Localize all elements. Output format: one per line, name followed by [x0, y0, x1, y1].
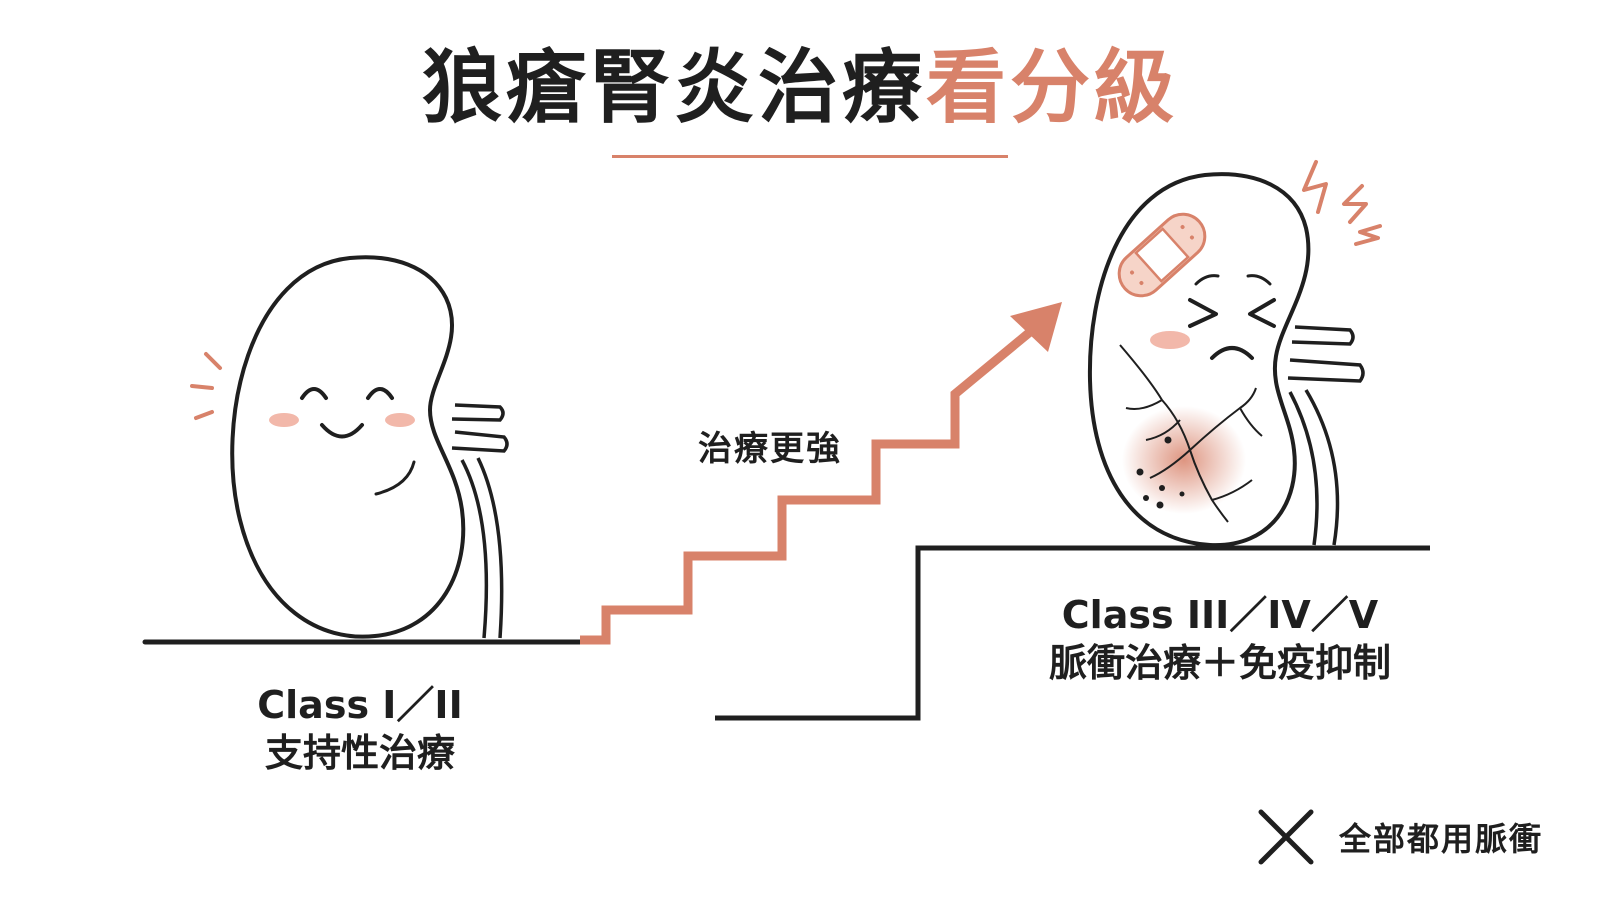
right-class-group: Class III／IV／V 脈衝治療＋免疫抑制 [990, 592, 1450, 687]
page-title: 狼瘡腎炎治療看分級 [0, 38, 1600, 138]
title-underline [612, 155, 1008, 158]
left-class-label: Class I／II [257, 683, 463, 727]
cross-icon [1258, 809, 1314, 865]
stair-arrow-icon [580, 302, 1062, 645]
title-main: 狼瘡腎炎治療 [422, 41, 926, 134]
right-platform-line [715, 545, 1430, 721]
arrow-label: 治療更強 [698, 429, 842, 469]
hurt-kidney-icon [1087, 160, 1382, 548]
right-class-label: Class III／IV／V [1061, 593, 1379, 637]
note-text: 全部都用脈衝 [1339, 820, 1544, 858]
note-row: 全部都用脈衝 [1255, 806, 1543, 868]
right-treatment-label: 脈衝治療＋免疫抑制 [1048, 640, 1391, 685]
left-treatment-label: 支持性治療 [264, 730, 455, 775]
happy-kidney-icon [190, 255, 509, 639]
title-accent: 看分級 [926, 41, 1178, 134]
bandage-icon [1117, 212, 1207, 298]
left-class-group: Class I／II 支持性治療 [210, 682, 510, 777]
